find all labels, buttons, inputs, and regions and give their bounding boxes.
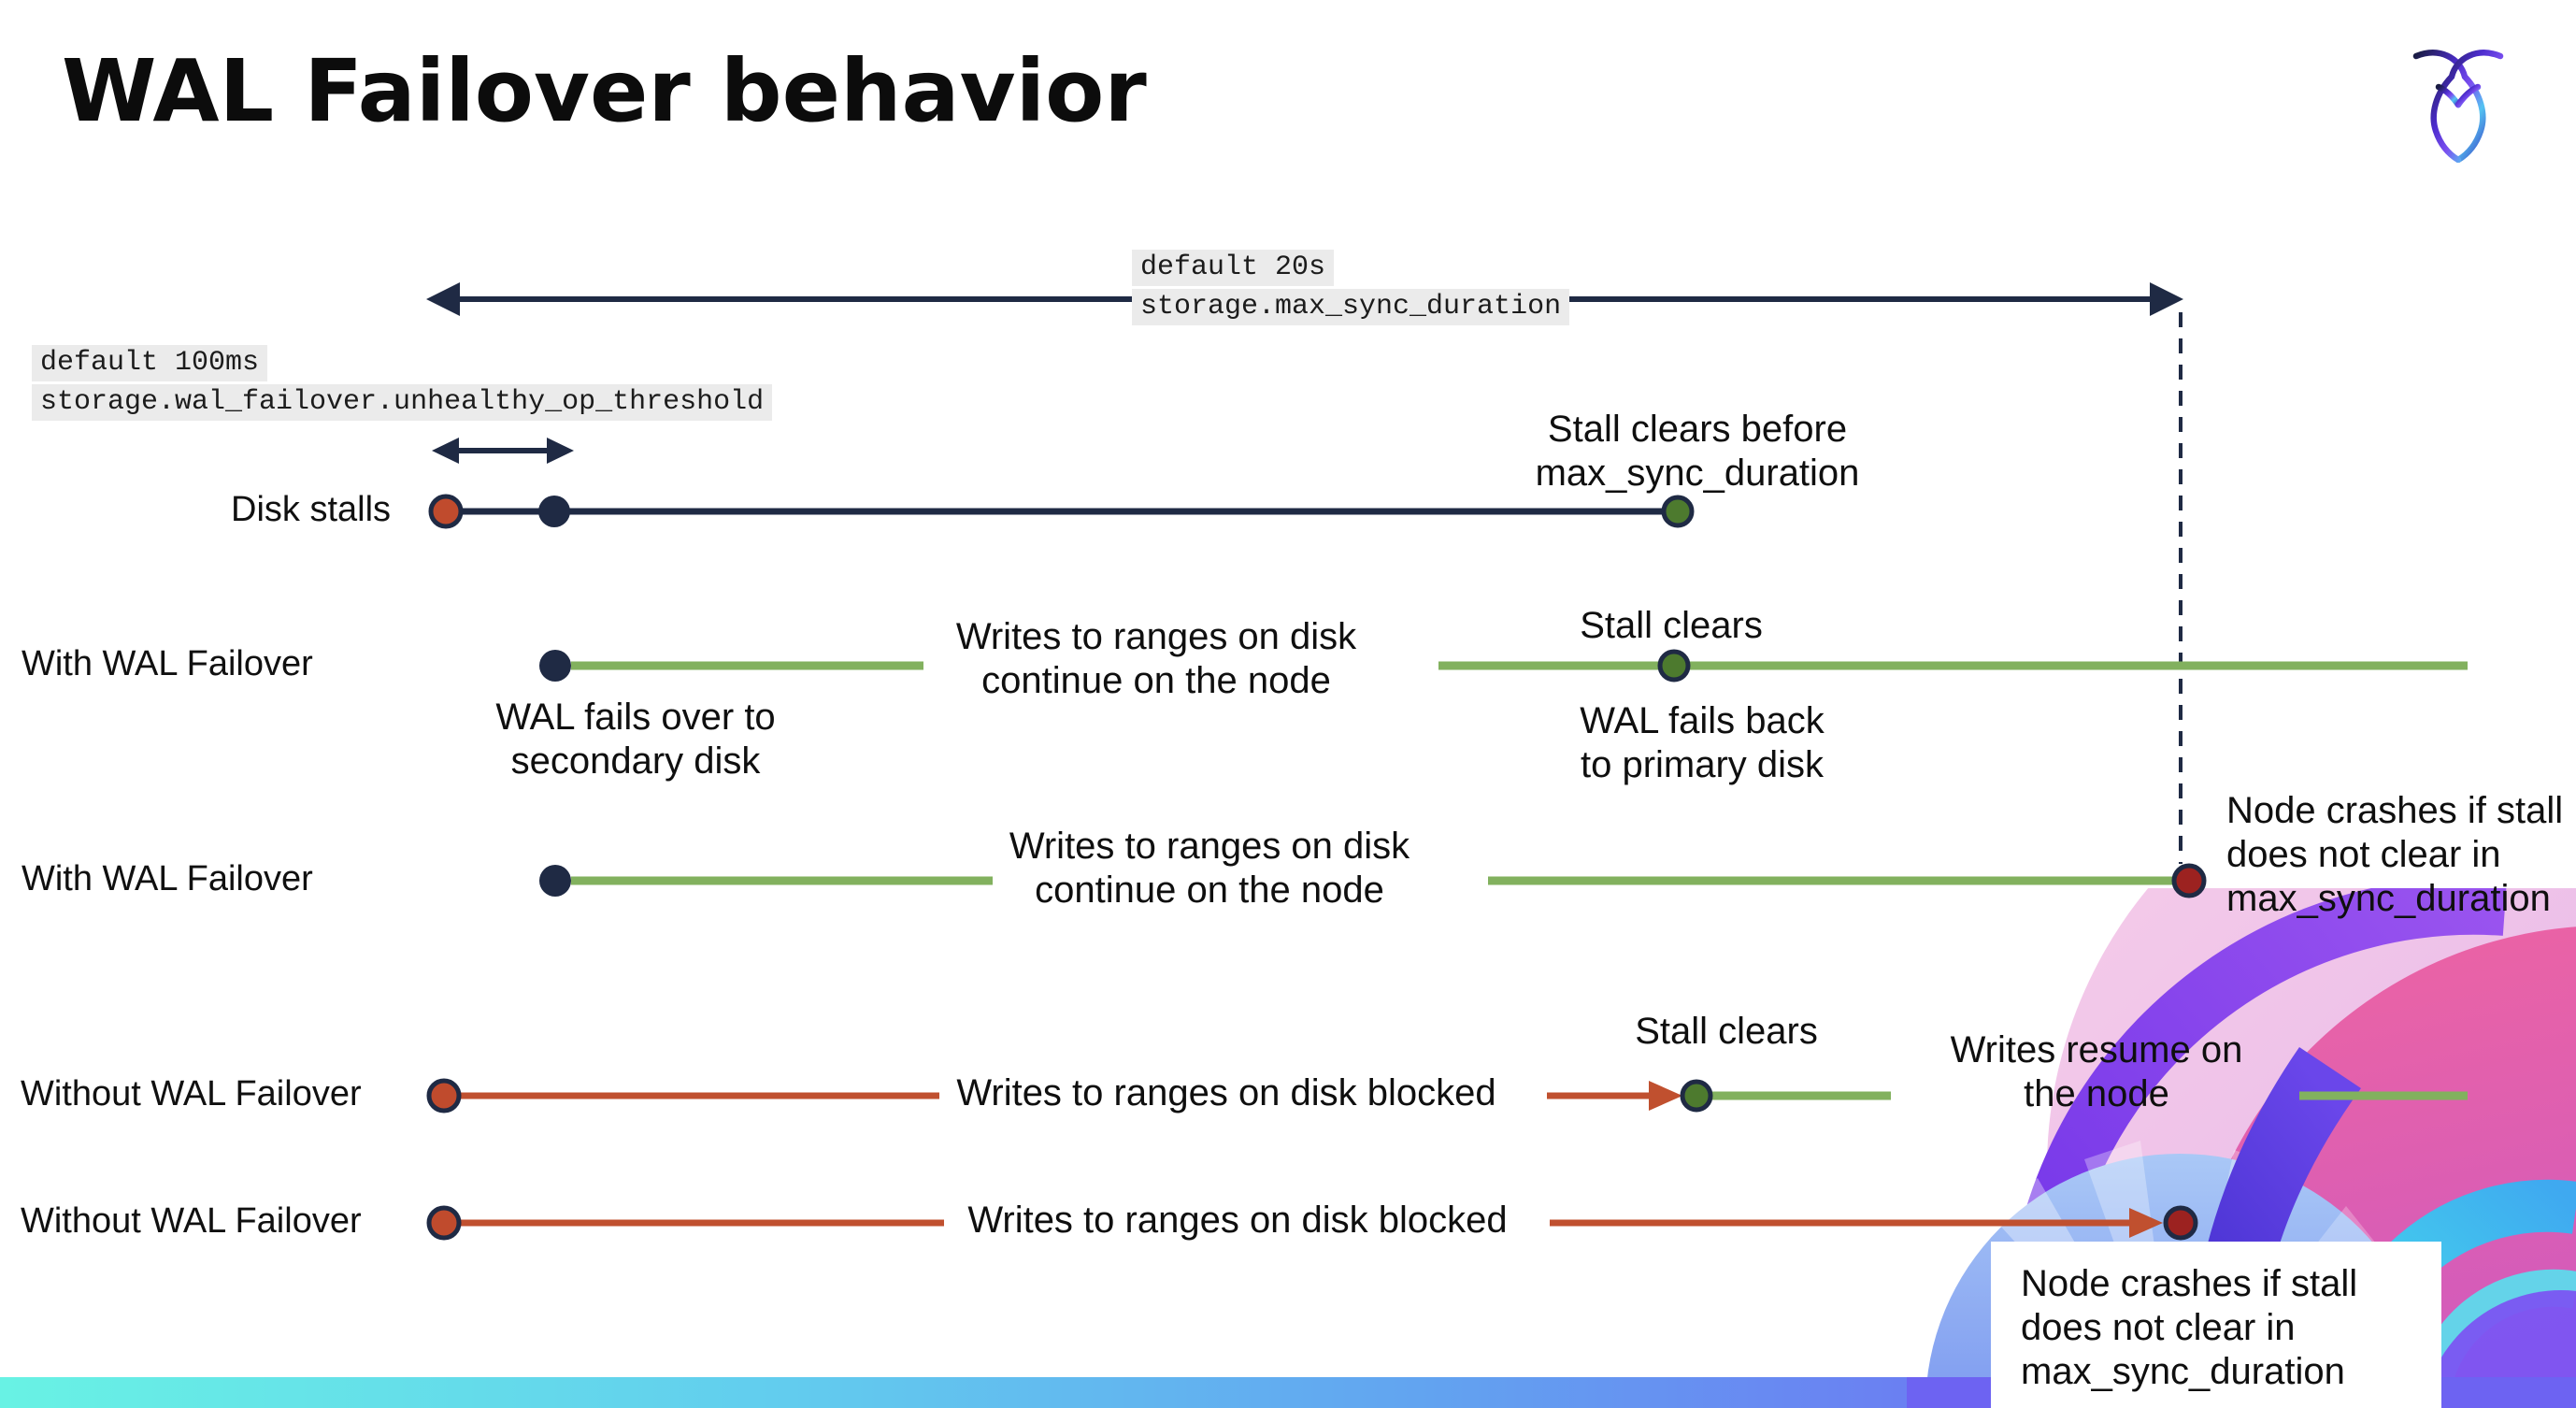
row2-stall-clears-marker: [1657, 649, 1691, 682]
annotation-writes-resume: Writes resume on the node: [1950, 1029, 2243, 1115]
annotation-writes-blocked-row4: Writes to ranges on disk blocked: [956, 1072, 1496, 1113]
row1-stall-clears-marker: [1661, 495, 1695, 528]
row1-stall-start-marker: [428, 494, 464, 529]
row4-blocked-arrowhead: [1649, 1081, 1682, 1111]
annotation-node-crashes-row3: Node crashes if stall does not clear in …: [2226, 790, 2564, 920]
row3-failover-marker: [539, 865, 571, 897]
row5-blocked-arrowhead: [2129, 1208, 2163, 1238]
annotation-wal-fails-over: WAL fails over to secondary disk: [495, 697, 776, 783]
row2-failover-marker: [539, 650, 571, 682]
page-title: WAL Failover behavior: [62, 41, 1147, 141]
row-label-with-wal-failover-2: With WAL Failover: [21, 859, 313, 898]
unhealthy-op-threshold-label: default 100ms storage.wal_failover.unhea…: [32, 345, 773, 424]
annotation-writes-continue-row2: Writes to ranges on disk continue on the…: [955, 616, 1357, 702]
annotation-writes-continue-row3: Writes to ranges on disk continue on the…: [1009, 826, 1410, 912]
max-sync-setting-name: storage.max_sync_duration: [1132, 289, 1570, 325]
row5-stall-start-marker: [426, 1205, 462, 1241]
node-crashes-callout-box: Node crashes if stall does not clear in …: [1991, 1242, 2441, 1408]
row4-stall-start-marker: [426, 1078, 462, 1113]
unhealthy-op-threshold-arrow: [432, 438, 574, 464]
annotation-stall-clears-before: Stall clears before max_sync_duration: [1535, 409, 1860, 495]
unhealthy-op-setting-name: storage.wal_failover.unhealthy_op_thresh…: [32, 384, 773, 421]
cockroachdb-logo-icon: [2412, 50, 2504, 163]
row3-crash-marker: [2171, 863, 2207, 898]
row5-crash-marker: [2163, 1205, 2198, 1241]
row-label-without-wal-failover-2: Without WAL Failover: [21, 1201, 362, 1241]
annotation-writes-blocked-row5: Writes to ranges on disk blocked: [967, 1200, 1508, 1241]
row-label-disk-stalls: Disk stalls: [231, 490, 392, 529]
row-label-without-wal-failover-1: Without WAL Failover: [21, 1074, 362, 1113]
annotation-wal-fails-back: WAL fails back to primary disk: [1580, 700, 1825, 786]
row1-threshold-marker: [538, 496, 570, 527]
row-label-with-wal-failover-1: With WAL Failover: [21, 644, 313, 683]
max-sync-default-value: default 20s: [1132, 250, 1335, 286]
annotation-stall-clears-row2: Stall clears: [1580, 605, 1763, 646]
max-sync-duration-label: default 20s storage.max_sync_duration: [1132, 250, 1570, 328]
annotation-node-crashes-row5: Node crashes if stall does not clear in …: [2021, 1263, 2358, 1393]
annotation-stall-clears-row4: Stall clears: [1635, 1011, 1818, 1052]
row4-stall-clears-marker: [1680, 1079, 1713, 1113]
unhealthy-op-default-value: default 100ms: [32, 345, 268, 381]
